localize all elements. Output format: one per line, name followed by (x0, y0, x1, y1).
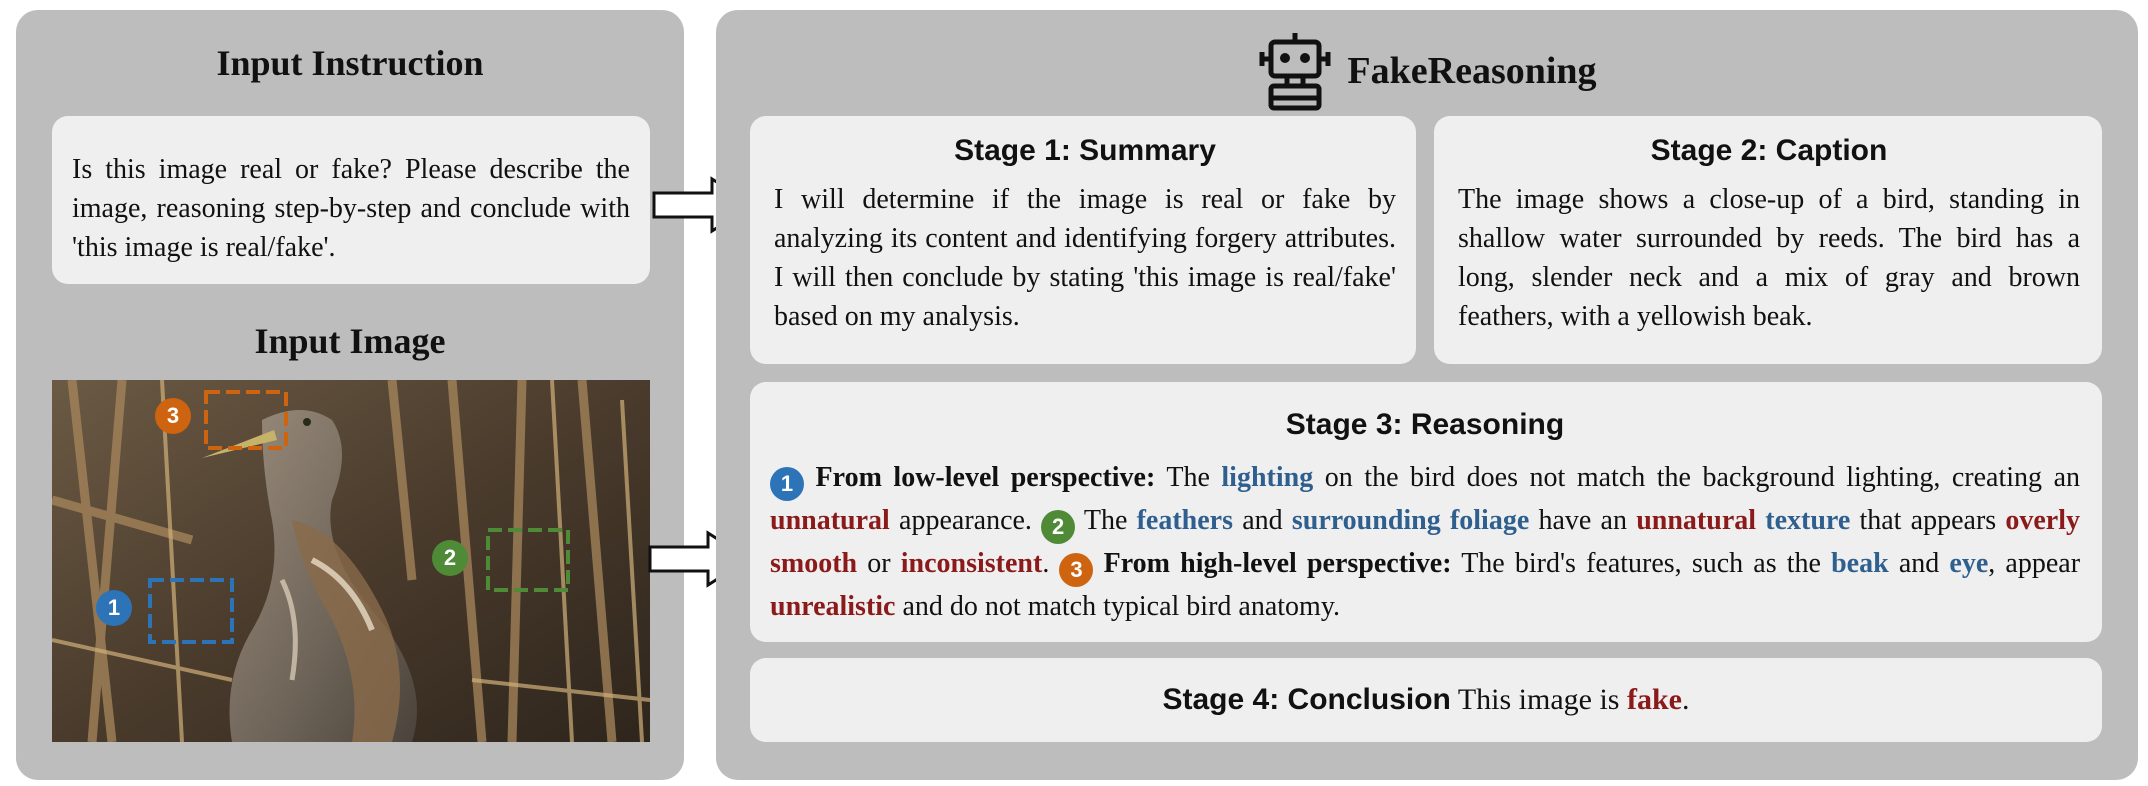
text-segment: and (1888, 548, 1950, 579)
instruction-box: Is this image real or fake? Please descr… (52, 116, 650, 284)
input-panel: Input Instruction Is this image real or … (16, 10, 684, 780)
stage3-title: Stage 3: Reasoning (1285, 408, 1565, 441)
stage4-title: Stage 4: Conclusion (1162, 683, 1451, 716)
app-header: FakeReasoning (716, 28, 2138, 114)
bird-photo (52, 380, 650, 742)
text-segment (1756, 505, 1765, 536)
stage1-title: Stage 1: Summary (954, 134, 1216, 167)
app-title: FakeReasoning (1347, 50, 1597, 92)
keyword-lighting: lighting (1221, 462, 1314, 493)
text-segment: , appear (1988, 548, 2081, 579)
marker-1-icon: 1 (770, 467, 804, 501)
text-segment: . (1042, 548, 1060, 579)
low-level-label: From low-level perspective: (815, 462, 1156, 493)
marker-1-icon: 1 (96, 590, 132, 626)
marker-3-icon: 3 (155, 398, 191, 434)
text-segment: The (1075, 505, 1137, 536)
marker-2-icon: 2 (1041, 510, 1076, 544)
text-segment: This image is (1450, 683, 1627, 716)
keyword-inconsistent: inconsistent (900, 548, 1043, 579)
stage4-card: Stage 4: Conclusion This image is fake. (750, 658, 2102, 742)
marker-2-icon: 2 (432, 540, 468, 576)
text-segment: The bird's features, such as the (1451, 548, 1832, 579)
input-image-title: Input Image (254, 321, 446, 361)
stage3-card: Stage 3: Reasoning 1 From low-level pers… (750, 382, 2102, 642)
robot-icon (1259, 33, 1331, 111)
text-segment: that appears (1850, 505, 2006, 536)
keyword-unrealistic: unrealistic (770, 591, 896, 622)
fakereasoning-panel: FakeReasoning Stage 1: Summary I will de… (716, 10, 2138, 780)
instruction-text: Is this image real or fake? Please descr… (72, 154, 630, 263)
stage4-text: Stage 4: Conclusion This image is fake. (1163, 683, 1690, 717)
keyword-beak: beak (1831, 548, 1889, 579)
text-segment: on the bird does not match the backgroun… (1313, 462, 2080, 493)
stage1-card: Stage 1: Summary I will determine if the… (750, 116, 1416, 364)
high-level-label: From high-level perspective: (1103, 548, 1452, 579)
stage2-title: Stage 2: Caption (1650, 134, 1888, 167)
text-segment: have an (1529, 505, 1637, 536)
keyword-eye: eye (1949, 548, 1989, 579)
keyword-unnatural: unnatural (770, 505, 890, 536)
keyword-feathers: feathers (1136, 505, 1233, 536)
stage3-text: 1 From low-level perspective: The lighti… (770, 458, 2080, 626)
keyword-unnatural: unnatural (1636, 505, 1757, 536)
marker-3-icon: 3 (1059, 553, 1094, 587)
verdict-fake: fake (1626, 683, 1682, 716)
text-segment: and do not match typical bird anatomy. (895, 591, 1340, 622)
text-segment: or (857, 548, 901, 579)
text-segment: appearance. (889, 505, 1042, 536)
stage2-card: Stage 2: Caption The image shows a close… (1434, 116, 2102, 364)
text-segment: The (1155, 462, 1222, 493)
keyword-foliage: surrounding foliage (1291, 505, 1530, 536)
keyword-texture: texture (1765, 505, 1851, 536)
text-segment: and (1233, 505, 1292, 536)
stage1-text: I will determine if the image is real or… (774, 184, 1396, 332)
keyword-overly-smooth: overly smooth (770, 505, 2081, 579)
input-instruction-title: Input Instruction (216, 43, 484, 83)
text-segment: . (1681, 683, 1690, 716)
stage2-text: The image shows a close-up of a bird, st… (1458, 184, 2080, 332)
